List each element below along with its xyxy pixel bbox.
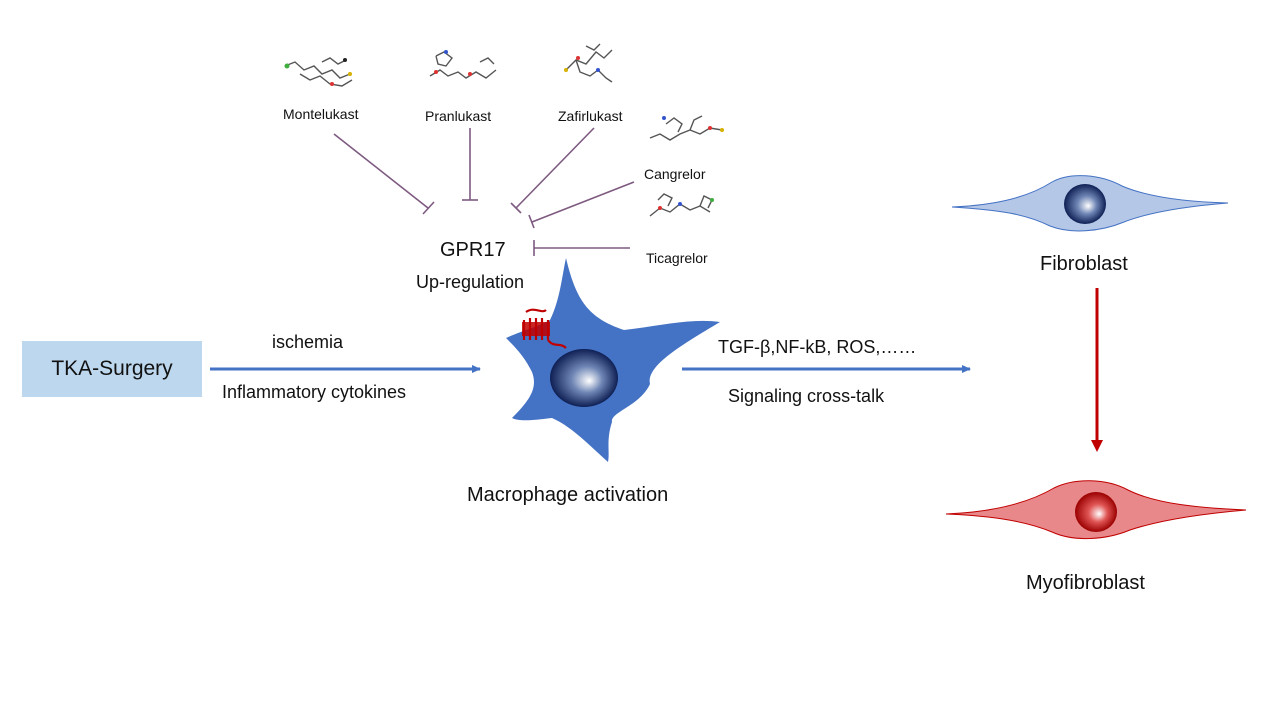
ticagrelor-label: Ticagrelor: [646, 250, 708, 266]
montelukast-inhibition-line: [333, 133, 429, 209]
fibroblast-nucleus: [1064, 184, 1106, 224]
zafirlukast-inhibition-bar: [510, 202, 522, 214]
macrophage-activation-label: Macrophage activation: [467, 484, 669, 506]
zafirlukast-label: Zafirlukast: [558, 108, 623, 124]
macrophage-cell: [506, 258, 720, 462]
myofibroblast-label: Myofibroblast: [1026, 572, 1145, 594]
fibroblast-label: Fibroblast: [1040, 253, 1128, 275]
gpr17-receptor-icon: [522, 308, 567, 349]
cangrelor-inhibition-line: [531, 181, 635, 223]
pranlukast-label: Pranlukast: [425, 108, 492, 124]
myofibroblast-cell: [945, 480, 1247, 539]
ischemia-label: ischemia: [272, 332, 344, 352]
cangrelor-molecule: [649, 115, 724, 141]
zafirlukast-inhibition-line: [515, 127, 595, 209]
myofibroblast-nucleus: [1075, 492, 1117, 532]
signals-label: TGF-β,NF-kB, ROS,……: [718, 337, 917, 357]
inflammatory-cytokines-label: Inflammatory cytokines: [222, 382, 407, 402]
gpr17-label: GPR17: [440, 239, 506, 261]
inhibition-lines: [333, 127, 635, 256]
montelukast-inhibition-bar: [422, 201, 435, 215]
cangrelor-inhibition-bar: [528, 214, 535, 229]
zafirlukast-molecule: [564, 43, 613, 83]
tka-surgery-box: TKA-Surgery: [22, 341, 202, 397]
red-arrowhead: [1091, 440, 1103, 452]
tka-surgery-label: TKA-Surgery: [51, 357, 173, 380]
montelukast-molecule: [284, 57, 353, 87]
pranlukast-molecule: [429, 50, 497, 79]
cangrelor-label: Cangrelor: [644, 166, 706, 182]
montelukast-label: Montelukast: [283, 106, 359, 122]
signaling-cross-talk-label: Signaling cross-talk: [728, 386, 885, 406]
fibroblast-cell: [951, 175, 1229, 232]
macrophage-nucleus: [550, 349, 618, 407]
ticagrelor-molecule: [649, 193, 714, 217]
up-regulation-label: Up-regulation: [416, 272, 525, 292]
